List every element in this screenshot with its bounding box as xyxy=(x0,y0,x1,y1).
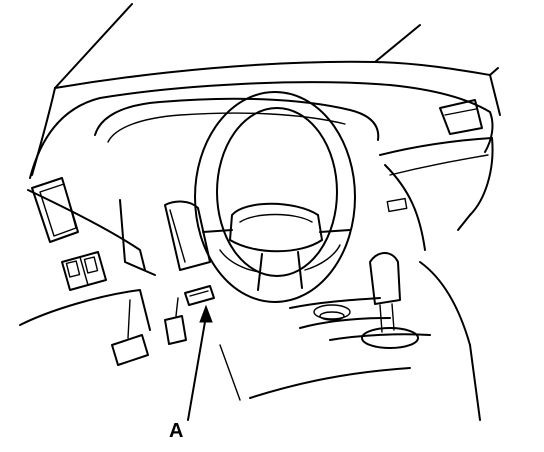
callout-leader xyxy=(187,304,213,421)
steering-wheel xyxy=(194,91,356,303)
lower-dash xyxy=(27,189,146,271)
dashboard-top xyxy=(54,60,499,89)
pedals xyxy=(111,297,187,366)
dashboard-surface xyxy=(29,81,494,179)
steering-column xyxy=(164,200,211,271)
right-pillar xyxy=(489,74,501,116)
right-vent xyxy=(439,99,483,135)
windshield-edge xyxy=(374,24,421,63)
cluster-hood-inner xyxy=(107,112,346,143)
left-switch-panel xyxy=(61,251,107,291)
gear-shifter xyxy=(361,252,419,349)
diagnostic-connector xyxy=(184,285,215,306)
knee-panel xyxy=(19,289,151,331)
glovebox-area xyxy=(379,137,494,251)
cupholder xyxy=(313,304,351,321)
dash-switch xyxy=(386,197,408,213)
dash-front-face xyxy=(119,199,156,276)
a-pillar xyxy=(31,3,133,176)
left-vent xyxy=(31,177,79,243)
callout-label-a: A xyxy=(169,420,184,442)
